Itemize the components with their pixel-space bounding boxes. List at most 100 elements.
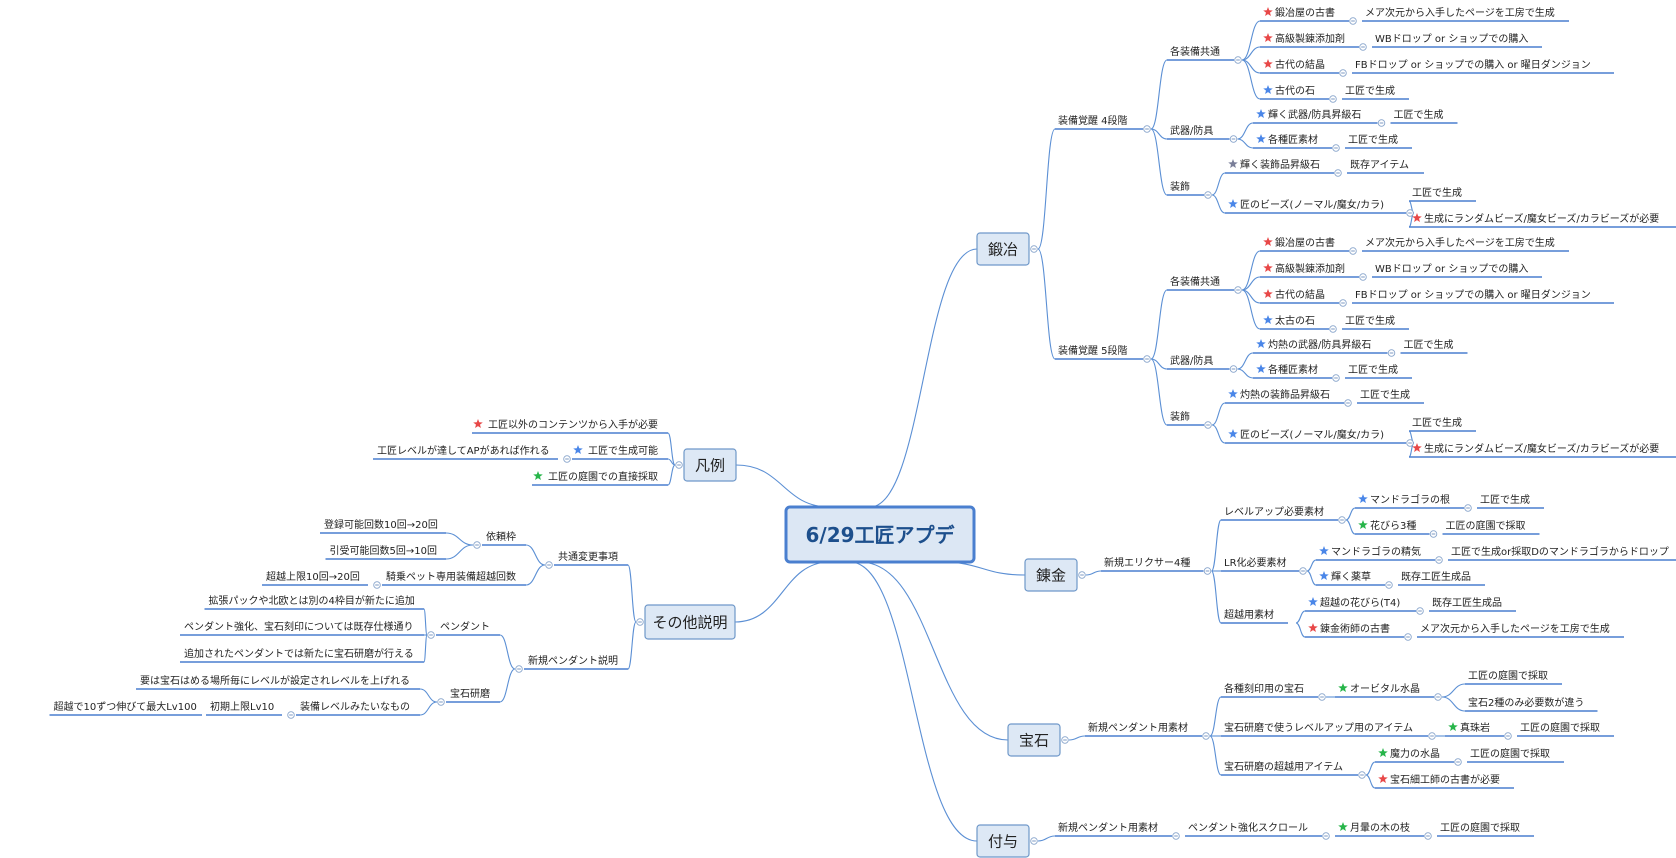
node-legend-label: 凡例 xyxy=(695,457,725,475)
material-source: 工匠の庭園で採取 xyxy=(1468,669,1548,682)
star-icon xyxy=(1256,134,1266,144)
connector xyxy=(1211,172,1226,196)
material-item: 匠のビーズ(ノーマル/魔女/カラ) xyxy=(1240,198,1384,211)
node-other-label: その他説明 xyxy=(652,614,727,632)
connector xyxy=(1441,696,1466,712)
connector xyxy=(525,564,546,586)
star-icon xyxy=(1448,722,1458,732)
alchemy-levelup: レベルアップ必要素材 xyxy=(1224,505,1324,518)
star-icon xyxy=(1308,623,1318,633)
material-source: メア次元から入手したページを工房で生成 xyxy=(1420,622,1610,635)
other-pendant-note: 追加されたペンダントでは新たに宝石研磨が行える xyxy=(184,647,414,660)
material-item: 輝く薬草 xyxy=(1331,571,1371,583)
material-item: 古代の結晶 xyxy=(1275,58,1325,71)
connector xyxy=(1295,610,1306,624)
connector xyxy=(1209,735,1222,776)
material-item: 錬金術師の古書 xyxy=(1320,622,1390,635)
smith-accessory: 装飾 xyxy=(1170,180,1190,193)
other-mount-detail: 超越上限10回→20回 xyxy=(266,570,360,583)
star-icon xyxy=(1256,364,1266,374)
material-source: WBドロップ or ショップでの購入 xyxy=(1375,262,1528,275)
other-polish-note: 要は宝石はめる場所毎にレベルが設定されレベルを上げれる xyxy=(140,674,410,687)
material-item: 輝く武器/防具昇級石 xyxy=(1268,108,1361,121)
node-smith[interactable] xyxy=(976,232,1030,266)
material-source: メア次元から入手したページを工房で生成 xyxy=(1365,236,1555,249)
node-enchant[interactable] xyxy=(976,824,1030,858)
connector xyxy=(1295,622,1306,638)
star-icon xyxy=(1263,315,1273,325)
material-source: 既存工匠生成品 xyxy=(1401,570,1471,583)
connector xyxy=(1210,519,1222,572)
material-note: 宝石2種のみ必要数が違う xyxy=(1468,696,1584,709)
smith-awakening5: 装備覚醒 5段階 xyxy=(1058,344,1128,357)
connector xyxy=(1237,352,1254,370)
connector xyxy=(627,621,637,670)
alchemy-lr: LR化必要素材 xyxy=(1224,556,1287,569)
node-legend[interactable] xyxy=(683,448,737,482)
smith-common: 各装備共通 xyxy=(1170,45,1220,58)
star-icon xyxy=(1308,597,1318,607)
material-source: 工匠で生成 xyxy=(1348,133,1398,146)
star-icon xyxy=(473,419,483,429)
material-item: マンドラゴラの根 xyxy=(1370,493,1450,506)
other-pendant: ペンダント xyxy=(440,620,490,633)
material-item: 魔力の水晶 xyxy=(1390,747,1440,760)
material-source: 工匠の庭園で採取 xyxy=(1470,747,1550,760)
connector xyxy=(667,458,676,466)
star-icon xyxy=(1378,748,1388,758)
material-source: 工匠で生成 xyxy=(1412,416,1462,429)
root-label: 6/29工匠アプデ xyxy=(805,523,955,547)
star-icon xyxy=(1263,59,1273,69)
connector xyxy=(499,668,516,703)
material-item: 古代の石 xyxy=(1275,84,1315,97)
connector xyxy=(423,634,428,663)
material-requirement: 生成にランダムビーズ/魔女ビーズ/カラビーズが必要 xyxy=(1424,442,1659,455)
connector xyxy=(1237,122,1254,140)
alchemy-transcend: 超越用素材 xyxy=(1224,608,1274,621)
legend-blue-note: 工匠レベルが達してAPがあれば作れる xyxy=(377,444,550,457)
star-icon xyxy=(1263,33,1273,43)
connector xyxy=(445,544,474,560)
material-item: 高級製錬添加剤 xyxy=(1275,262,1345,275)
star-icon xyxy=(533,471,543,481)
connector xyxy=(423,608,428,636)
connector xyxy=(1211,402,1226,426)
star-icon xyxy=(1228,389,1238,399)
other-new-pendant: 新規ペンダント説明 xyxy=(528,654,618,667)
legend-red: 工匠以外のコンテンツから入手が必要 xyxy=(488,418,658,431)
other-mount: 騎乗ペット専用装備超越回数 xyxy=(386,570,516,583)
connector xyxy=(1441,683,1466,698)
material-source: 工匠で生成 xyxy=(1345,314,1395,327)
material-item: 鍛冶屋の古書 xyxy=(1275,6,1335,19)
connector xyxy=(734,561,831,623)
connector xyxy=(1241,276,1261,291)
gem-pendant: 新規ペンダント用素材 xyxy=(1088,721,1188,734)
material-source: 工匠の庭園で採取 xyxy=(1440,821,1520,834)
connector xyxy=(1365,761,1376,776)
material-item: 輝く装飾品昇級石 xyxy=(1240,158,1320,171)
material-source: WBドロップ or ショップでの購入 xyxy=(1375,32,1528,45)
node-other[interactable] xyxy=(644,604,736,640)
other-polish-initial: 初期上限Lv10 xyxy=(210,700,274,713)
material-item: オービタル水晶 xyxy=(1350,683,1420,695)
material-item: 灼熱の武器/防具昇級石 xyxy=(1268,338,1371,351)
smith-weapon: 武器/防具 xyxy=(1170,354,1213,367)
node-gem[interactable] xyxy=(1007,723,1061,757)
enchant-pendant: 新規ペンダント用素材 xyxy=(1058,821,1158,834)
root-node[interactable] xyxy=(784,505,976,564)
legend-blue: 工匠で生成可能 xyxy=(588,444,658,457)
connector xyxy=(445,532,474,546)
star-icon xyxy=(1228,199,1238,209)
material-item: 灼熱の装飾品昇級石 xyxy=(1240,388,1330,401)
node-alchemy[interactable] xyxy=(1024,558,1078,592)
connector xyxy=(1365,774,1376,789)
gem-engrave: 各種刻印用の宝石 xyxy=(1224,682,1304,695)
smith-weapon: 武器/防具 xyxy=(1170,124,1213,137)
star-icon xyxy=(1256,339,1266,349)
material-item: 各種匠素材 xyxy=(1268,363,1318,376)
connector xyxy=(1241,59,1261,100)
connector xyxy=(1211,424,1226,444)
material-item: 各種匠素材 xyxy=(1268,133,1318,146)
connector xyxy=(525,544,546,566)
